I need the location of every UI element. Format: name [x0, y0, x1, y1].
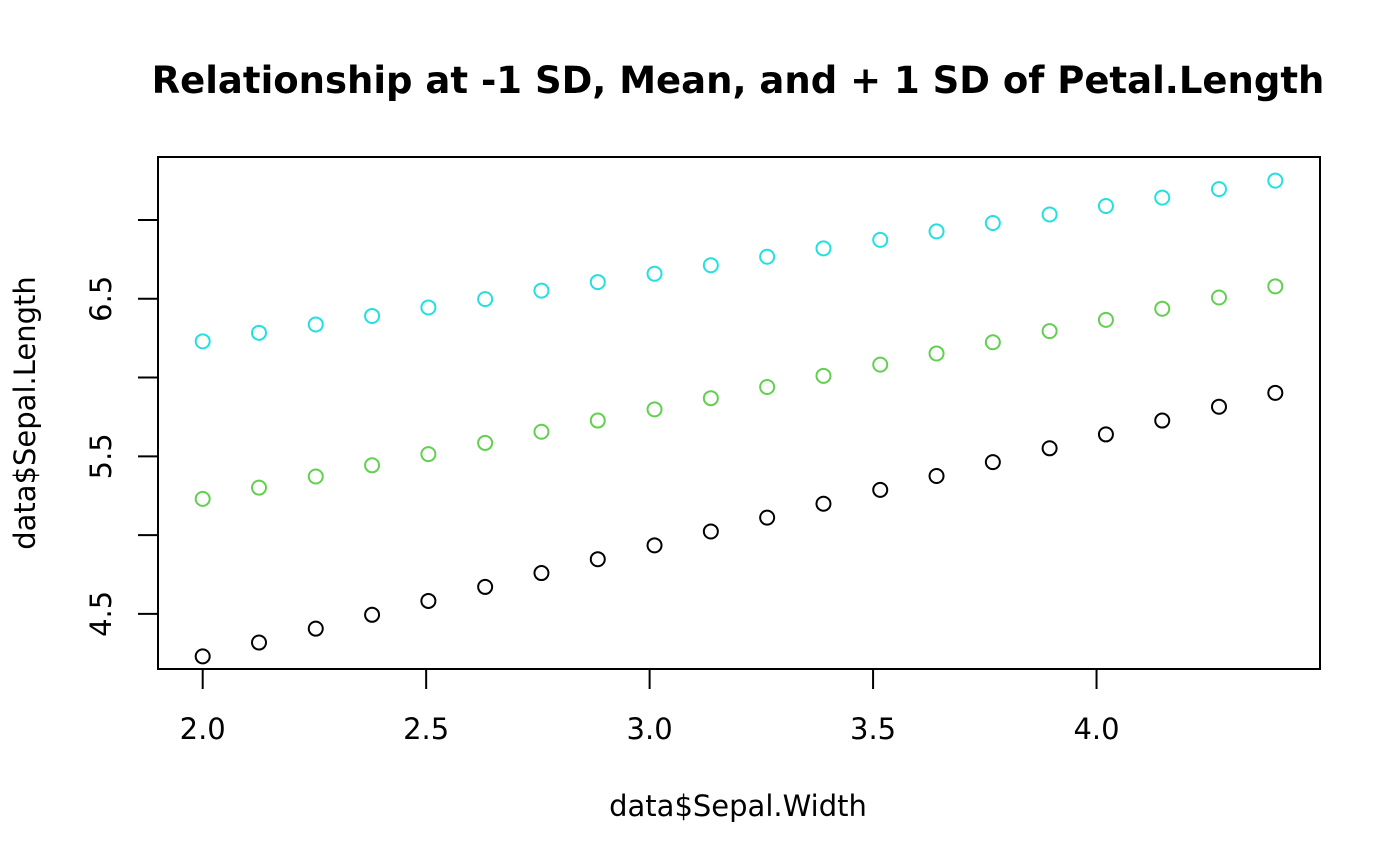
chart-title: Relationship at -1 SD, Mean, and + 1 SD …: [152, 59, 1325, 102]
data-point: [307, 316, 324, 333]
data-point: [1041, 206, 1058, 223]
data-point: [815, 495, 832, 512]
data-point: [589, 551, 606, 568]
y-tick-label: 6.5: [84, 276, 118, 322]
x-tick-label: 2.0: [180, 712, 226, 746]
data-point: [420, 446, 437, 463]
data-point: [1267, 172, 1284, 189]
y-axis: 4.5 5.5 6.5: [84, 219, 159, 637]
series-2: [194, 278, 1284, 507]
data-point: [759, 509, 776, 526]
data-point: [1097, 426, 1114, 443]
data-point: [928, 223, 945, 240]
data-points: [194, 172, 1284, 665]
data-point: [420, 592, 437, 609]
data-point: [194, 648, 211, 665]
data-point: [984, 334, 1001, 351]
x-tick-label: 3.0: [627, 712, 673, 746]
data-point: [1210, 398, 1227, 415]
data-point: [646, 401, 663, 418]
x-axis-label: data$Sepal.Width: [609, 789, 867, 823]
data-point: [477, 291, 494, 308]
data-point: [533, 282, 550, 299]
data-point: [1154, 189, 1171, 206]
data-point: [646, 265, 663, 282]
y-tick-label: 5.5: [84, 433, 118, 479]
data-point: [928, 345, 945, 362]
data-point: [307, 620, 324, 637]
data-point: [1097, 311, 1114, 328]
data-point: [1154, 412, 1171, 429]
data-point: [1267, 278, 1284, 295]
x-tick-label: 4.0: [1073, 712, 1119, 746]
y-axis-label: data$Sepal.Length: [8, 276, 42, 550]
data-point: [420, 299, 437, 316]
data-point: [1267, 384, 1284, 401]
data-point: [815, 240, 832, 257]
series-1: [194, 384, 1284, 665]
data-point: [872, 231, 889, 248]
x-tick-label: 3.5: [850, 712, 896, 746]
data-point: [1154, 300, 1171, 317]
data-point: [872, 356, 889, 373]
data-point: [646, 537, 663, 554]
data-point: [1210, 181, 1227, 198]
data-point: [533, 565, 550, 582]
data-point: [928, 468, 945, 485]
data-point: [364, 457, 381, 474]
data-point: [702, 390, 719, 407]
data-point: [815, 367, 832, 384]
plot-area-frame: [157, 156, 1321, 670]
data-point: [251, 634, 268, 651]
data-point: [251, 324, 268, 341]
data-point: [1097, 197, 1114, 214]
data-point: [1041, 323, 1058, 340]
data-point: [589, 412, 606, 429]
data-point: [364, 606, 381, 623]
data-point: [759, 379, 776, 396]
x-axis: 2.0 2.5 3.0 3.5 4.0: [180, 668, 1120, 746]
data-point: [194, 490, 211, 507]
series-3: [194, 172, 1284, 350]
data-point: [251, 479, 268, 496]
data-point: [477, 578, 494, 595]
data-point: [984, 215, 1001, 232]
data-point: [702, 257, 719, 274]
data-point: [872, 481, 889, 498]
data-point: [1041, 440, 1058, 457]
data-point: [702, 523, 719, 540]
x-tick-label: 2.5: [403, 712, 449, 746]
data-point: [364, 307, 381, 324]
data-point: [307, 468, 324, 485]
data-point: [759, 248, 776, 265]
data-point: [1210, 289, 1227, 306]
data-point: [589, 274, 606, 291]
data-point: [477, 434, 494, 451]
y-tick-label: 4.5: [84, 591, 118, 637]
data-point: [533, 423, 550, 440]
data-point: [194, 333, 211, 350]
data-point: [984, 454, 1001, 471]
